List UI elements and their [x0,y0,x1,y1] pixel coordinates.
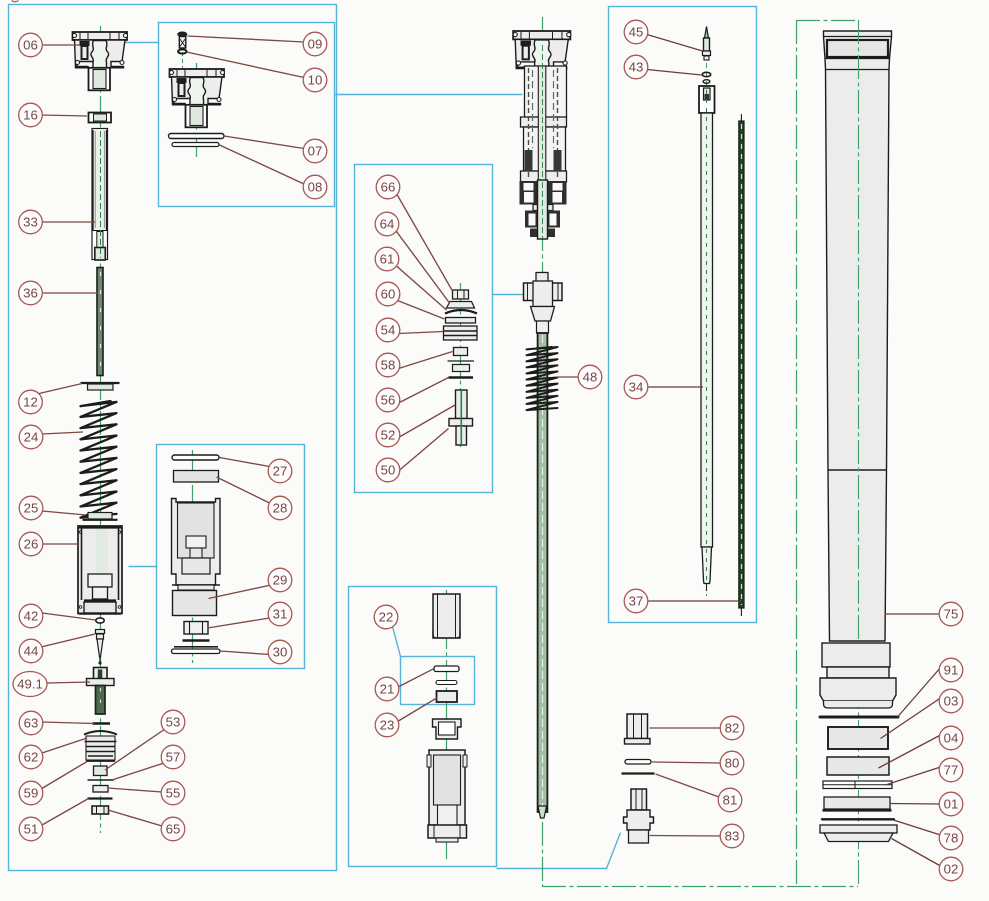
svg-text:51: 51 [24,822,39,837]
svg-text:37: 37 [629,594,644,609]
svg-text:80: 80 [725,756,740,771]
svg-text:48: 48 [583,370,598,385]
svg-text:49.1: 49.1 [17,677,43,692]
svg-text:53: 53 [166,715,181,730]
svg-text:75: 75 [944,607,959,622]
svg-text:77: 77 [944,763,959,778]
svg-text:27: 27 [273,464,288,479]
svg-text:64: 64 [380,217,395,232]
svg-text:82: 82 [725,721,740,736]
svg-text:08: 08 [308,180,323,195]
svg-text:78: 78 [944,831,959,846]
svg-text:01: 01 [944,797,959,812]
svg-text:63: 63 [24,716,39,731]
svg-text:09: 09 [308,37,323,52]
svg-text:58: 58 [381,358,396,373]
svg-text:59: 59 [24,786,39,801]
svg-text:31: 31 [273,607,288,622]
svg-text:62: 62 [24,750,39,765]
svg-text:23: 23 [380,718,395,733]
svg-text:22: 22 [379,610,394,625]
svg-text:55: 55 [166,786,181,801]
svg-text:12: 12 [23,395,38,410]
svg-text:29: 29 [273,573,288,588]
svg-text:54: 54 [381,323,396,338]
svg-text:60: 60 [381,287,396,302]
svg-text:81: 81 [723,793,738,808]
svg-text:44: 44 [24,644,39,659]
svg-text:65: 65 [166,822,181,837]
svg-text:45: 45 [629,25,644,40]
svg-text:43: 43 [629,60,644,75]
svg-text:04: 04 [944,731,959,746]
svg-text:42: 42 [24,609,39,624]
svg-text:02: 02 [944,862,959,877]
svg-text:52: 52 [381,428,396,443]
svg-text:56: 56 [381,393,396,408]
svg-text:91: 91 [944,663,959,678]
svg-text:30: 30 [273,645,288,660]
svg-text:83: 83 [725,829,740,844]
svg-text:25: 25 [24,501,39,516]
svg-text:06: 06 [23,38,38,53]
svg-text:26: 26 [24,537,39,552]
svg-text:03: 03 [944,694,959,709]
svg-text:33: 33 [23,215,38,230]
svg-text:61: 61 [380,252,395,267]
svg-text:57: 57 [166,750,181,765]
svg-text:36: 36 [23,286,38,301]
svg-text:21: 21 [380,682,395,697]
svg-text:10: 10 [308,73,323,88]
svg-text:66: 66 [381,180,396,195]
svg-text:24: 24 [24,430,39,445]
svg-text:50: 50 [381,463,396,478]
svg-text:28: 28 [273,501,288,516]
svg-text:34: 34 [629,380,644,395]
svg-text:07: 07 [308,144,323,159]
svg-text:16: 16 [23,108,38,123]
